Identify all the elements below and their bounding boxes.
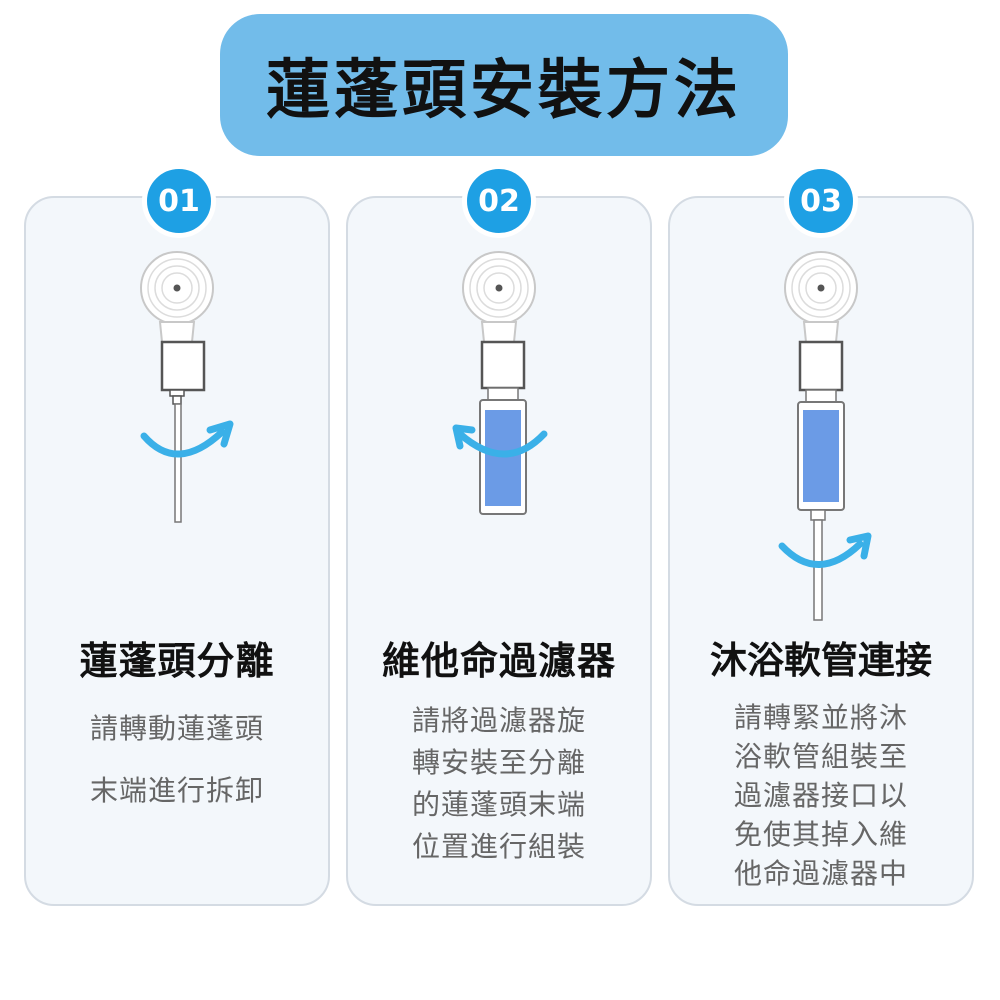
title-banner: 蓮蓬頭安裝方法 (220, 14, 788, 156)
step-badge-1: 01 (142, 164, 216, 238)
shower-head-detach-illustration (140, 251, 234, 523)
step-card-2: 維他命過濾器 請將過濾器旋 轉安裝至分離 的蓮蓬頭末端 位置進行組裝 (346, 196, 652, 906)
step-badge-2: 02 (462, 164, 536, 238)
step-title: 蓮蓬頭分離 (79, 639, 275, 683)
step-card-1: 蓮蓬頭分離 請轉動蓮蓬頭 末端進行拆卸 (24, 196, 330, 906)
step-description: 請將過濾器旋 轉安裝至分離 的蓮蓬頭末端 位置進行組裝 (411, 704, 586, 863)
step-description: 請轉動蓮蓬頭 末端進行拆卸 (89, 712, 264, 807)
step-description: 請轉緊並將沐 浴軟管組裝至 過濾器接口以 免使其掉入維 他命過濾器中 (733, 701, 908, 890)
step-title: 沐浴軟管連接 (710, 639, 932, 682)
hose-connect-illustration (778, 251, 872, 621)
step-title: 維他命過濾器 (381, 639, 616, 683)
step-badge-3: 03 (784, 164, 858, 238)
filter-install-illustration (452, 251, 548, 515)
page-title: 蓮蓬頭安裝方法 (266, 54, 742, 128)
step-card-3: 沐浴軟管連接 請轉緊並將沐 浴軟管組裝至 過濾器接口以 免使其掉入維 他命過濾器… (668, 196, 974, 906)
